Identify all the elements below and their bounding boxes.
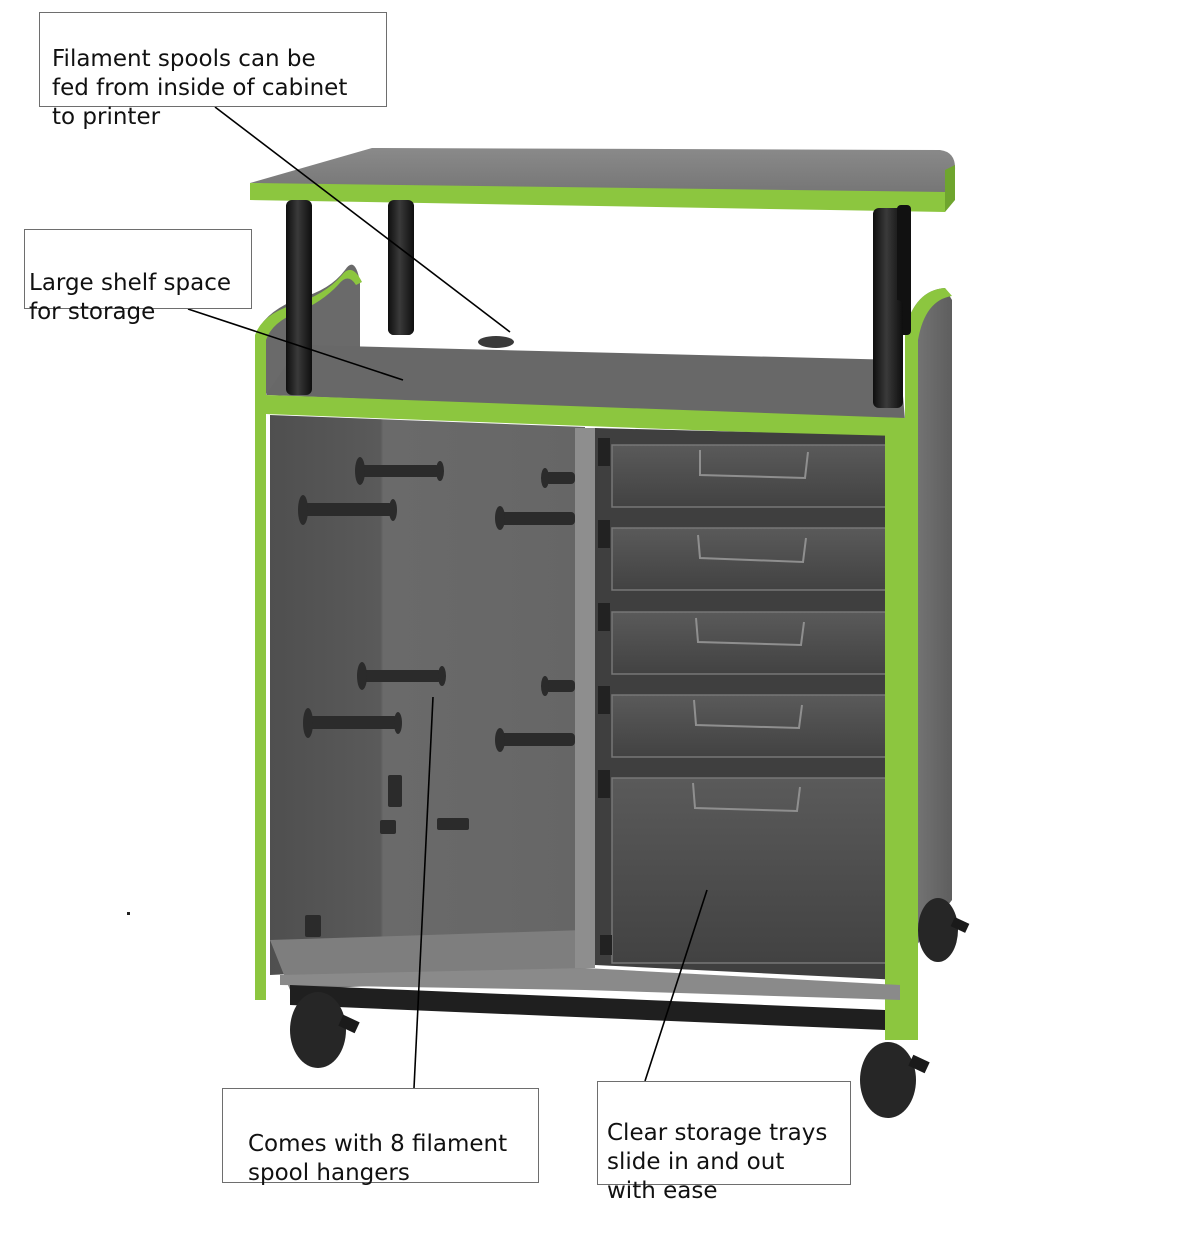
tray-compartment	[595, 428, 900, 980]
callout-text: Large shelf space for storage	[29, 270, 232, 325]
middle-shelf	[266, 210, 905, 438]
spool-hangers	[298, 457, 575, 937]
callout-text: Filament spools can be fed from inside o…	[52, 46, 348, 130]
callout-text: Comes with 8 filament spool hangers	[248, 1131, 508, 1186]
callout-filament-feed: Filament spools can be fed from inside o…	[39, 12, 387, 130]
printer-top-shelf	[250, 148, 956, 212]
callout-shelf-space: Large shelf space for storage	[24, 229, 252, 325]
storage-trays	[611, 444, 895, 964]
product-illustration: Filament spools can be fed from inside o…	[24, 12, 970, 1204]
cabinet-drawing	[187, 106, 970, 1118]
cabinet-base	[280, 968, 900, 1030]
callout-spool-hangers: Comes with 8 filament spool hangers	[222, 1088, 539, 1186]
casters	[290, 898, 970, 1118]
callout-storage-trays: Clear storage trays slide in and out wit…	[597, 1081, 851, 1204]
leader-lines	[187, 106, 708, 1089]
stray-dot	[127, 912, 130, 915]
callout-text: Clear storage trays slide in and out wit…	[607, 1120, 828, 1204]
right-front-edge	[885, 420, 905, 1040]
right-side-panel	[905, 288, 952, 1040]
